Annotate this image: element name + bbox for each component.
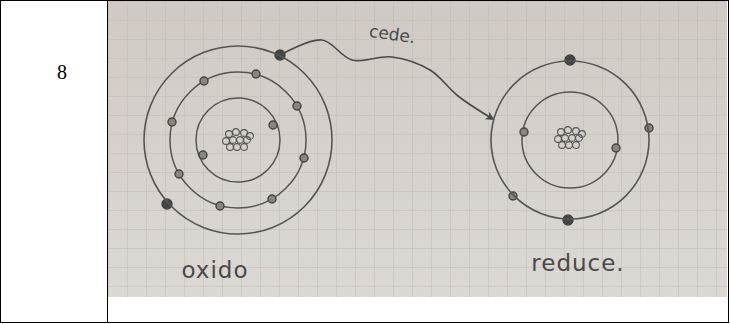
row-number: 8 (57, 61, 67, 84)
transfer-arrow (279, 40, 493, 120)
atom-caption: oxido (181, 257, 248, 283)
electron-shells (170, 72, 618, 208)
arrow-label: cede. (368, 21, 417, 47)
grid-lines (108, 1, 727, 297)
atom-outline (143, 45, 333, 235)
atom: oxido (143, 45, 333, 235)
atom: reduce. (490, 60, 650, 220)
atom-caption: reduce. (531, 250, 624, 276)
paper-photo (108, 1, 727, 297)
atom-outline (490, 60, 650, 220)
electrons (162, 50, 653, 225)
nucleus (223, 127, 586, 151)
outer-shell (144, 46, 332, 234)
outer-shell (491, 61, 649, 219)
